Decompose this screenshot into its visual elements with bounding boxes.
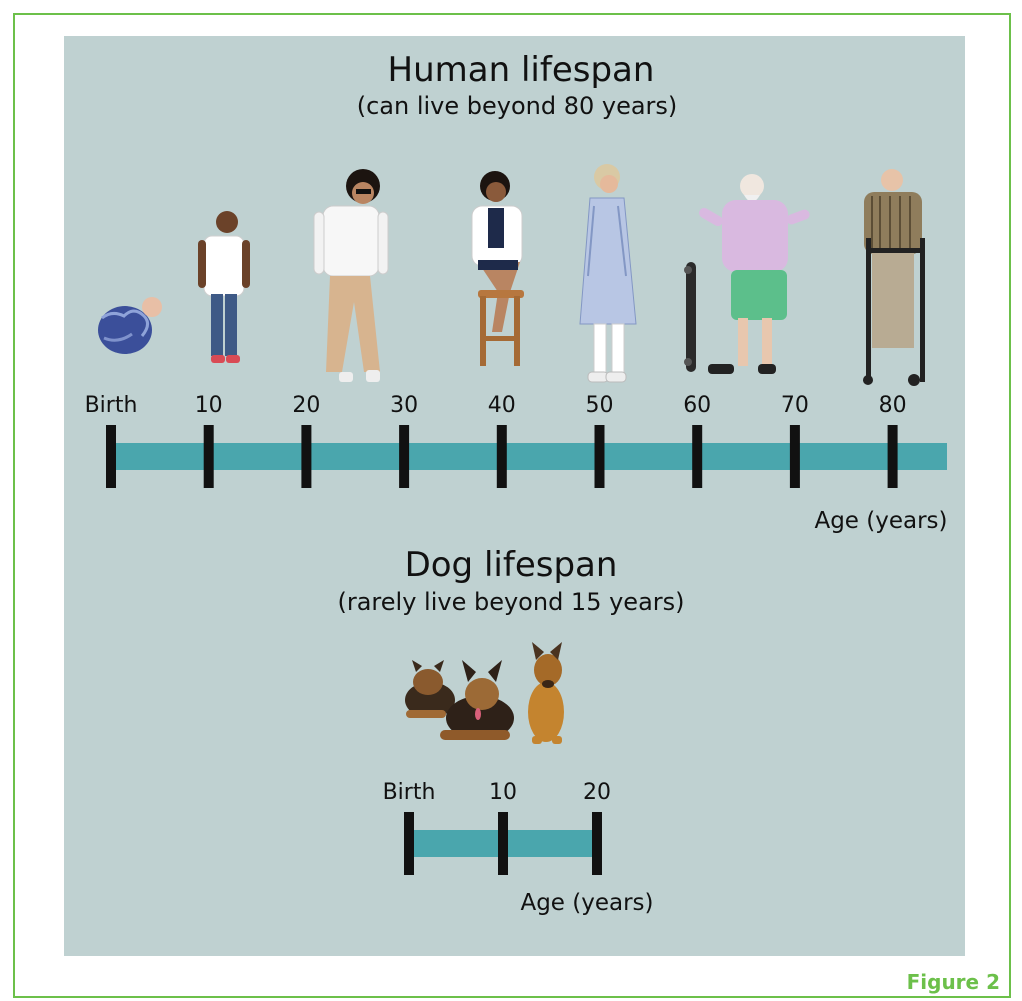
- human-tick-mark-60: [692, 425, 702, 488]
- dog-tick-mark-birth: [404, 812, 414, 875]
- child-figure: [198, 211, 250, 363]
- puppy-figure: [405, 660, 455, 718]
- human-tick-mark-50: [595, 425, 605, 488]
- older-man-skateboard-figure: [684, 174, 811, 374]
- human-tick-mark-birth: [106, 425, 116, 488]
- human-tick-mark-70: [790, 425, 800, 488]
- adult-dog-figure: [528, 642, 564, 744]
- young-man-figure: [314, 169, 388, 382]
- middle-aged-woman-figure: [580, 164, 636, 382]
- dog-tick-mark-20: [592, 812, 602, 875]
- human-tick-mark-20: [301, 425, 311, 488]
- human-tick-mark-10: [204, 425, 214, 488]
- woman-on-stool-figure: [472, 171, 524, 366]
- human-timeline-bar: [111, 443, 947, 470]
- elderly-man-walker-figure: [863, 169, 925, 386]
- human-tick-mark-30: [399, 425, 409, 488]
- human-tick-mark-80: [888, 425, 898, 488]
- human-tick-mark-40: [497, 425, 507, 488]
- baby-figure: [98, 297, 162, 354]
- dog-tick-mark-10: [498, 812, 508, 875]
